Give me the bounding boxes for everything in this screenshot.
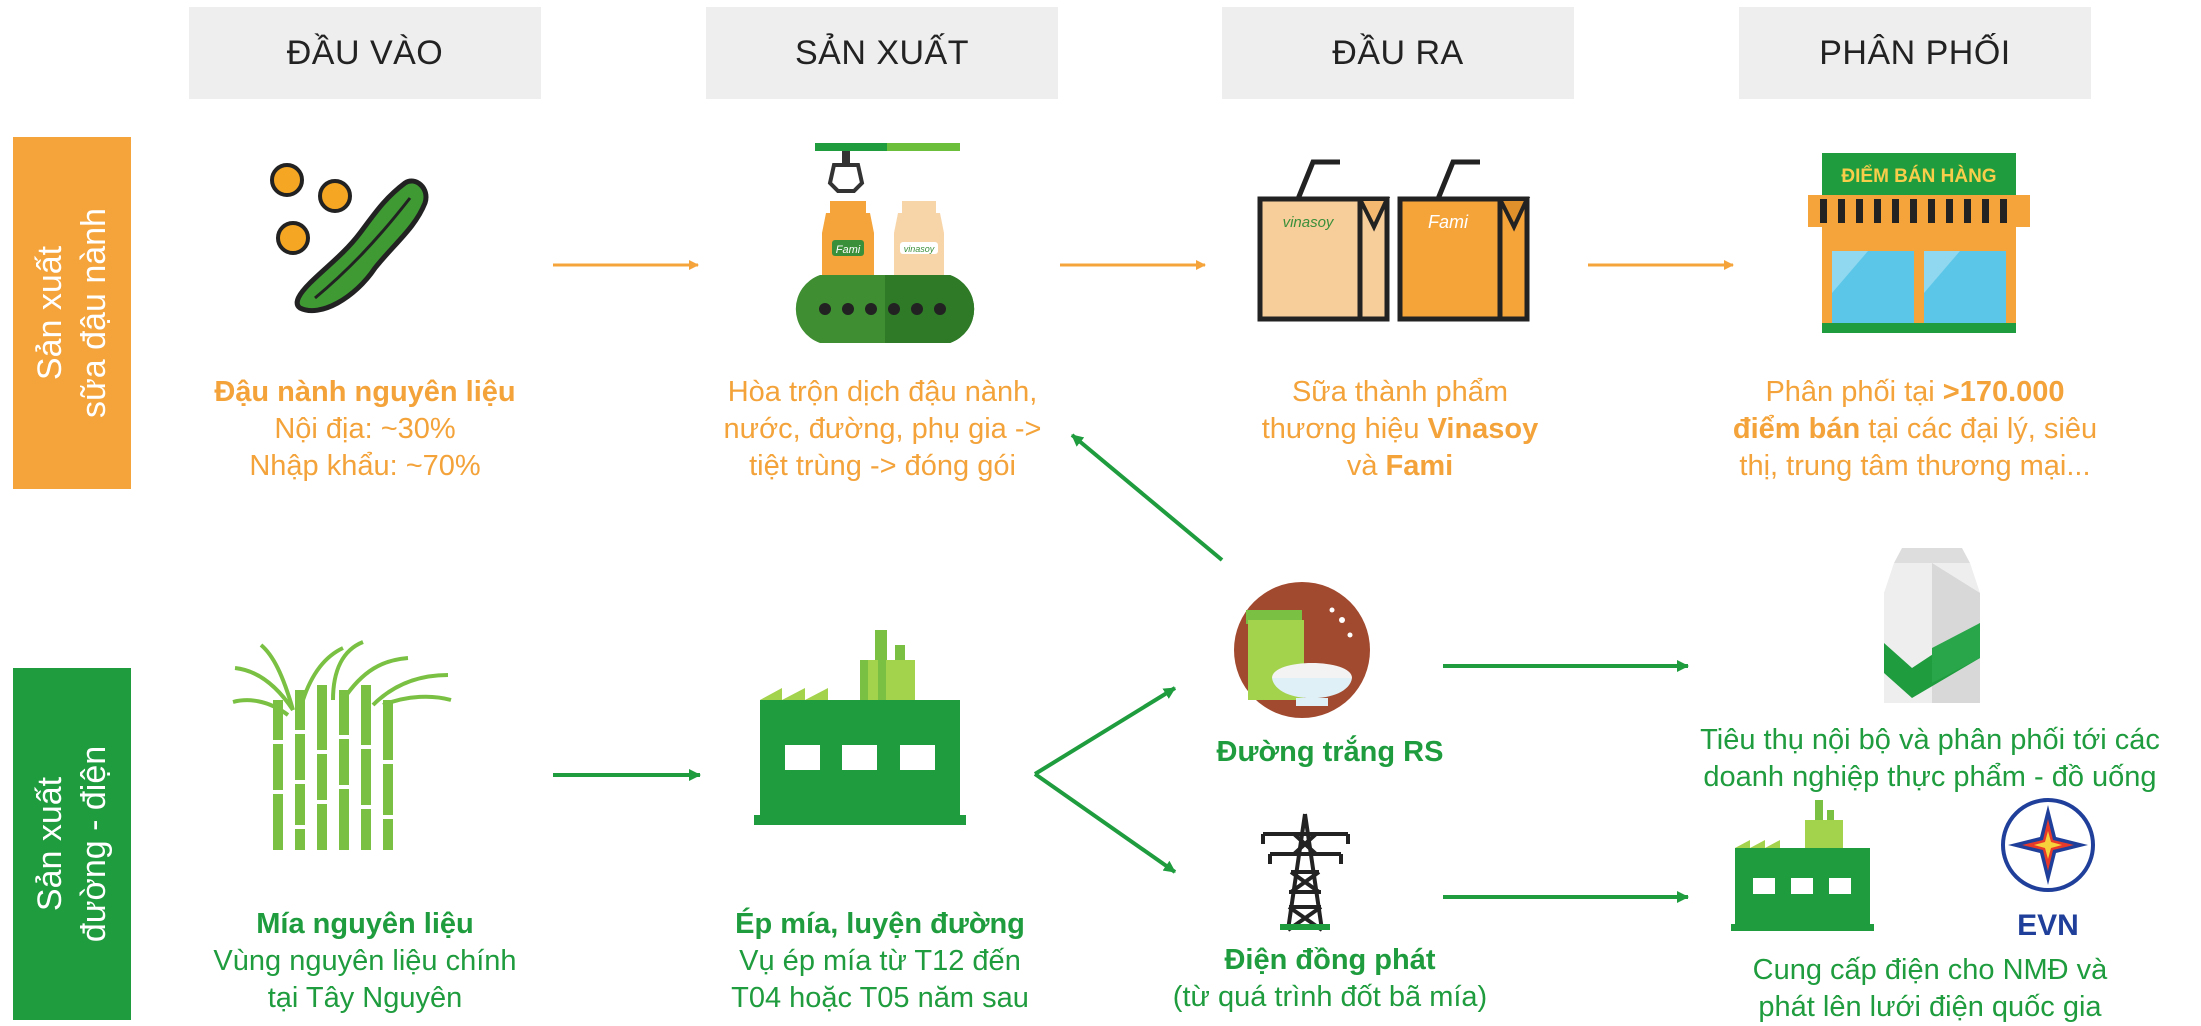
caption-sugar-input: Mía nguyên liệu Vùng nguyên liệu chính t…	[170, 906, 560, 1017]
sugar-production-title: Ép mía, luyện đường	[735, 908, 1025, 940]
arrow-sugar-to-soy-production	[1070, 433, 1224, 562]
soy-output-brand-fami: Fami	[1385, 450, 1454, 482]
soy-dist-line3: thị, trung tâm thương mại...	[1739, 450, 2091, 482]
power-pylon-icon	[1261, 813, 1350, 932]
power-dist-line2: phát lên lưới điện quốc gia	[1758, 991, 2102, 1023]
soy-input-title: Đậu nành nguyên liệu	[214, 376, 516, 408]
caption-power-distribution: Cung cấp điện cho NMĐ và phát lên lưới đ…	[1710, 952, 2150, 1026]
power-dist-line1: Cung cấp điện cho NMĐ và	[1752, 954, 2108, 986]
sugar-dist-line2: doanh nghiệp thực phẩm - đồ uống	[1703, 761, 2157, 793]
soybean-icon	[270, 163, 429, 314]
caption-power-output: Điện đồng phát (từ quá trình đốt bã mía)	[1130, 942, 1530, 1016]
sugar-input-title: Mía nguyên liệu	[256, 908, 474, 940]
power-plant-icon	[1731, 800, 1874, 931]
caption-soy-distribution: Phân phối tại >170.000 điểm bán tại các …	[1700, 374, 2130, 485]
power-output-title: Điện đồng phát	[1224, 944, 1436, 976]
caption-soy-input: Đậu nành nguyên liệu Nội địa: ~30% Nhập …	[190, 374, 540, 485]
arrow-production-to-sugar	[1033, 686, 1177, 776]
sugar-output-title: Đường trắng RS	[1216, 736, 1444, 768]
drink-packs-icon: vinasoy Fami	[1257, 159, 1531, 322]
bottle-vinasoy-label: vinasoy	[904, 244, 935, 254]
soy-input-domestic: Nội địa: ~30%	[274, 413, 456, 445]
soy-dist-line1-pre: Phân phối tại	[1765, 376, 1943, 408]
sugar-factory-icon	[754, 630, 966, 825]
caption-sugar-output: Đường trắng RS	[1180, 734, 1480, 771]
soy-production-line3: tiệt trùng -> đóng gói	[749, 450, 1016, 482]
caption-sugar-distribution: Tiêu thụ nội bộ và phân phối tới các doa…	[1670, 722, 2190, 796]
soy-production-line1: Hòa trộn dịch đậu nành,	[727, 376, 1038, 408]
caption-soy-production: Hòa trộn dịch đậu nành, nước, đường, phụ…	[680, 374, 1085, 485]
soy-production-line2: nước, đường, phụ gia ->	[723, 413, 1042, 445]
sugar-dist-line1: Tiêu thụ nội bộ và phân phối tới các	[1700, 724, 2160, 756]
soy-output-brand-vinasoy: Vinasoy	[1427, 413, 1539, 445]
caption-soy-output: Sữa thành phẩm thương hiệu Vinasoy và Fa…	[1210, 374, 1590, 485]
evn-logo-icon: EVN	[2001, 798, 2095, 942]
sugar-bag-icon	[1884, 548, 1980, 703]
caption-sugar-production: Ép mía, luyện đường Vụ ép mía từ T12 đến…	[690, 906, 1070, 1017]
sugar-bowl-icon	[1234, 582, 1370, 718]
soy-output-line2-pre: thương hiệu	[1261, 413, 1428, 445]
fami-pack-label: Fami	[1428, 212, 1469, 232]
soy-output-line3-pre: và	[1346, 450, 1386, 482]
bottling-conveyor-icon: Fami vinasoy	[795, 143, 975, 343]
bottle-fami-label: Fami	[836, 244, 861, 256]
power-output-line2: (từ quá trình đốt bã mía)	[1172, 981, 1488, 1013]
shop-icon: ĐIỂM BÁN HÀNG	[1808, 153, 2030, 333]
vinasoy-pack-label: vinasoy	[1283, 214, 1335, 231]
soy-output-line1: Sữa thành phẩm	[1291, 376, 1509, 408]
sugar-input-line2: Vùng nguyên liệu chính	[213, 945, 517, 977]
header-production: SẢN XUẤT	[706, 7, 1058, 99]
shop-sign-text: ĐIỂM BÁN HÀNG	[1841, 165, 1996, 187]
soy-dist-points: điểm bán	[1732, 413, 1861, 445]
sugar-production-line2: Vụ ép mía từ T12 đến	[739, 945, 1021, 977]
soy-dist-count: >170.000	[1942, 376, 2065, 408]
arrow-production-to-power	[1033, 772, 1177, 874]
header-distribution: PHÂN PHỐI	[1739, 7, 2091, 99]
soy-input-import: Nhập khẩu: ~70%	[249, 450, 481, 482]
header-input: ĐẦU VÀO	[189, 7, 541, 99]
sugar-production-line3: T04 hoặc T05 năm sau	[731, 982, 1029, 1014]
evn-logo-text: EVN	[2017, 909, 2079, 942]
header-output: ĐẦU RA	[1222, 7, 1574, 99]
sugar-input-line3: tại Tây Nguyên	[267, 982, 463, 1014]
sugarcane-icon	[232, 640, 452, 850]
soy-dist-line2-post: tại các đại lý, siêu	[1860, 413, 2098, 445]
